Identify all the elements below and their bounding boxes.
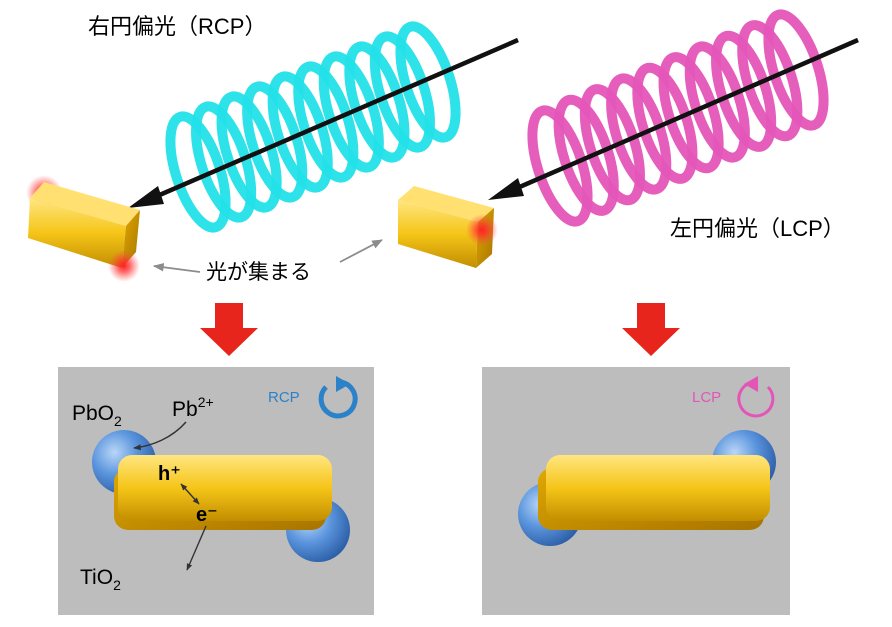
gold-nanorod-left [26, 175, 140, 282]
rcp-light-arrow [128, 37, 519, 208]
electron-transfer-arrow [186, 525, 207, 571]
helix-coil [191, 101, 257, 223]
tio2-label: TiO2 [80, 566, 121, 593]
focus-annotation: 光が集まる [152, 239, 383, 284]
circular-arrow-clockwise-icon [318, 376, 358, 419]
rcp-title: 右円偏光（RCP） [88, 14, 266, 39]
circular-arrow-counterclockwise-icon [737, 376, 775, 418]
lcp-result-panel: LCP [482, 367, 790, 615]
rcp-badge: RCP [268, 389, 300, 406]
lcp-light-arrow [488, 37, 859, 200]
focus-note: 光が集まる [206, 261, 311, 284]
hole-label: h⁺ [158, 463, 181, 485]
oxidation-arrow [133, 421, 187, 451]
rcp-result-panel: RCP PbO2 Pb2+ h⁺ e⁻ TiO2 [58, 367, 374, 615]
down-arrow-icon [200, 303, 258, 356]
helix-coil [165, 111, 231, 233]
field-hotspot-left [108, 250, 140, 282]
lcp-badge: LCP [692, 389, 721, 406]
gold-nanorod-bottom-right-top [546, 455, 770, 521]
gold-nanorod-bottom-left-top [118, 455, 332, 521]
gold-nanorod-right [398, 186, 498, 268]
down-arrow-icon [622, 303, 680, 356]
electron-label: e⁻ [196, 504, 218, 526]
pbo2-label: PbO2 [72, 402, 122, 429]
field-hotspot-right [466, 214, 498, 246]
pb-ion-label: Pb2+ [172, 394, 214, 421]
lcp-title: 左円偏光（LCP） [670, 216, 845, 241]
charge-separation-arrow [180, 483, 200, 505]
